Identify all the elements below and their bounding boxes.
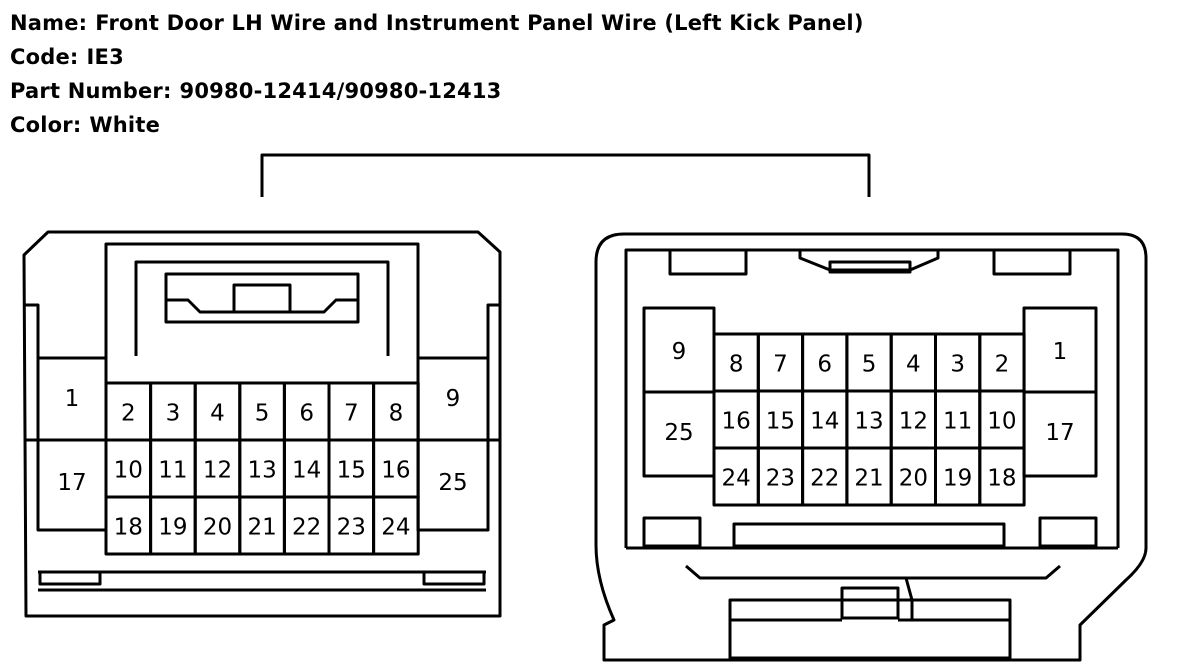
left-pin-label: 20 [203, 515, 232, 541]
right-pin-label: 2 [995, 352, 1010, 378]
right-pin-label: 4 [906, 352, 921, 378]
right-pin-label: 10 [987, 409, 1016, 435]
left-pin-label: 16 [381, 458, 410, 484]
right-lock-tab [840, 586, 900, 620]
left-pin-label: 5 [255, 401, 270, 427]
right-pin-label: 6 [817, 352, 832, 378]
color-label: Color: [10, 113, 82, 137]
left-side-notch-right [486, 303, 500, 442]
right-pin-label-side-br: 17 [1045, 420, 1074, 446]
left-pin-label: 12 [203, 458, 232, 484]
left-pin-label: 8 [389, 401, 404, 427]
left-pin-label-side-br: 25 [438, 470, 467, 496]
left-pin-label: 11 [158, 458, 187, 484]
right-pin-label: 16 [722, 409, 751, 435]
right-top-slot-r [992, 248, 1072, 276]
left-latch-ramp-r [290, 298, 358, 314]
right-pin-label: 8 [729, 352, 744, 378]
right-top-slot-l [668, 248, 748, 276]
right-bottom-slot-l [642, 516, 702, 548]
right-bottom-slot-r [1038, 516, 1098, 548]
left-foot-l [38, 570, 102, 586]
right-pin-label: 19 [943, 466, 972, 492]
right-bottom-bar [732, 522, 1006, 548]
left-terminal-cell [372, 495, 420, 556]
left-pin-label-side-bl: 17 [57, 470, 86, 496]
connector-info: Name: Front Door LH Wire and Instrument P… [10, 6, 864, 142]
left-pin-label: 7 [344, 401, 359, 427]
name-value: Front Door LH Wire and Instrument Panel … [95, 11, 864, 35]
right-pin-label: 24 [722, 466, 751, 492]
right-pin-label: 14 [810, 409, 839, 435]
part-number-value: 90980-12414/90980-12413 [179, 79, 502, 103]
right-lower-rail-l [685, 564, 914, 620]
right-connector-outline [594, 232, 1148, 662]
color-value: White [89, 113, 161, 137]
left-pin-label: 14 [292, 458, 321, 484]
mating-bracket [260, 153, 871, 197]
left-pin-label: 2 [121, 401, 136, 427]
code-row: Code: IE3 [10, 40, 864, 74]
left-latch-inner [134, 260, 390, 356]
right-terminal-grid: 8 7 6 5 4 3 2 16 15 14 13 12 11 10 24 23 22 21 20 19 18 [712, 332, 1026, 507]
left-foot-r [422, 570, 486, 586]
left-connector-outline [22, 230, 502, 618]
name-label: Name: [10, 11, 88, 35]
right-pin-label: 15 [766, 409, 795, 435]
right-pin-label: 21 [854, 466, 883, 492]
left-pin-label: 24 [381, 515, 410, 541]
part-number-label: Part Number: [10, 79, 172, 103]
left-latch-frame [164, 272, 360, 324]
left-latch-tab [232, 283, 292, 314]
code-label: Code: [10, 45, 79, 69]
right-terminal-cell [978, 446, 1026, 507]
right-top-key-tab [828, 260, 912, 274]
right-pin-label-side-tl: 9 [672, 339, 687, 365]
right-pin-label: 13 [854, 409, 883, 435]
part-number-row: Part Number: 90980-12414/90980-12413 [10, 74, 864, 108]
left-pin-label-side-tl: 1 [65, 386, 80, 412]
left-pin-label: 13 [247, 458, 276, 484]
left-pin-label: 15 [337, 458, 366, 484]
right-pin-label: 20 [899, 466, 928, 492]
right-lock-housing [728, 598, 1012, 660]
right-pin-label: 7 [773, 352, 788, 378]
right-pin-label: 11 [943, 409, 972, 435]
left-pin-label: 6 [299, 401, 314, 427]
left-latch-outer [104, 242, 420, 358]
left-pin-label: 23 [337, 515, 366, 541]
left-pin-label: 10 [114, 458, 143, 484]
color-row: Color: White [10, 108, 864, 142]
right-pin-label-side-tr: 1 [1053, 339, 1068, 365]
right-inner-wall [624, 248, 1120, 548]
left-pin-label: 4 [210, 401, 225, 427]
right-pin-label: 12 [899, 409, 928, 435]
right-pin-label-side-bl: 25 [664, 420, 693, 446]
left-pin-label-side-tr: 9 [446, 386, 461, 412]
left-pin-label: 18 [114, 515, 143, 541]
right-pin-label: 23 [766, 466, 795, 492]
right-pin-label: 3 [950, 352, 965, 378]
left-pin-label: 22 [292, 515, 321, 541]
right-lower-rail-r [906, 564, 1061, 580]
left-pin-label: 3 [166, 401, 181, 427]
code-value: IE3 [86, 45, 124, 69]
right-pin-label: 5 [862, 352, 877, 378]
right-pin-label: 22 [810, 466, 839, 492]
left-pin-label: 21 [247, 515, 276, 541]
right-pin-label: 18 [987, 466, 1016, 492]
left-latch-ramp-l [166, 298, 234, 314]
right-top-key [798, 250, 940, 272]
name-row: Name: Front Door LH Wire and Instrument P… [10, 6, 864, 40]
left-pin-label: 19 [158, 515, 187, 541]
